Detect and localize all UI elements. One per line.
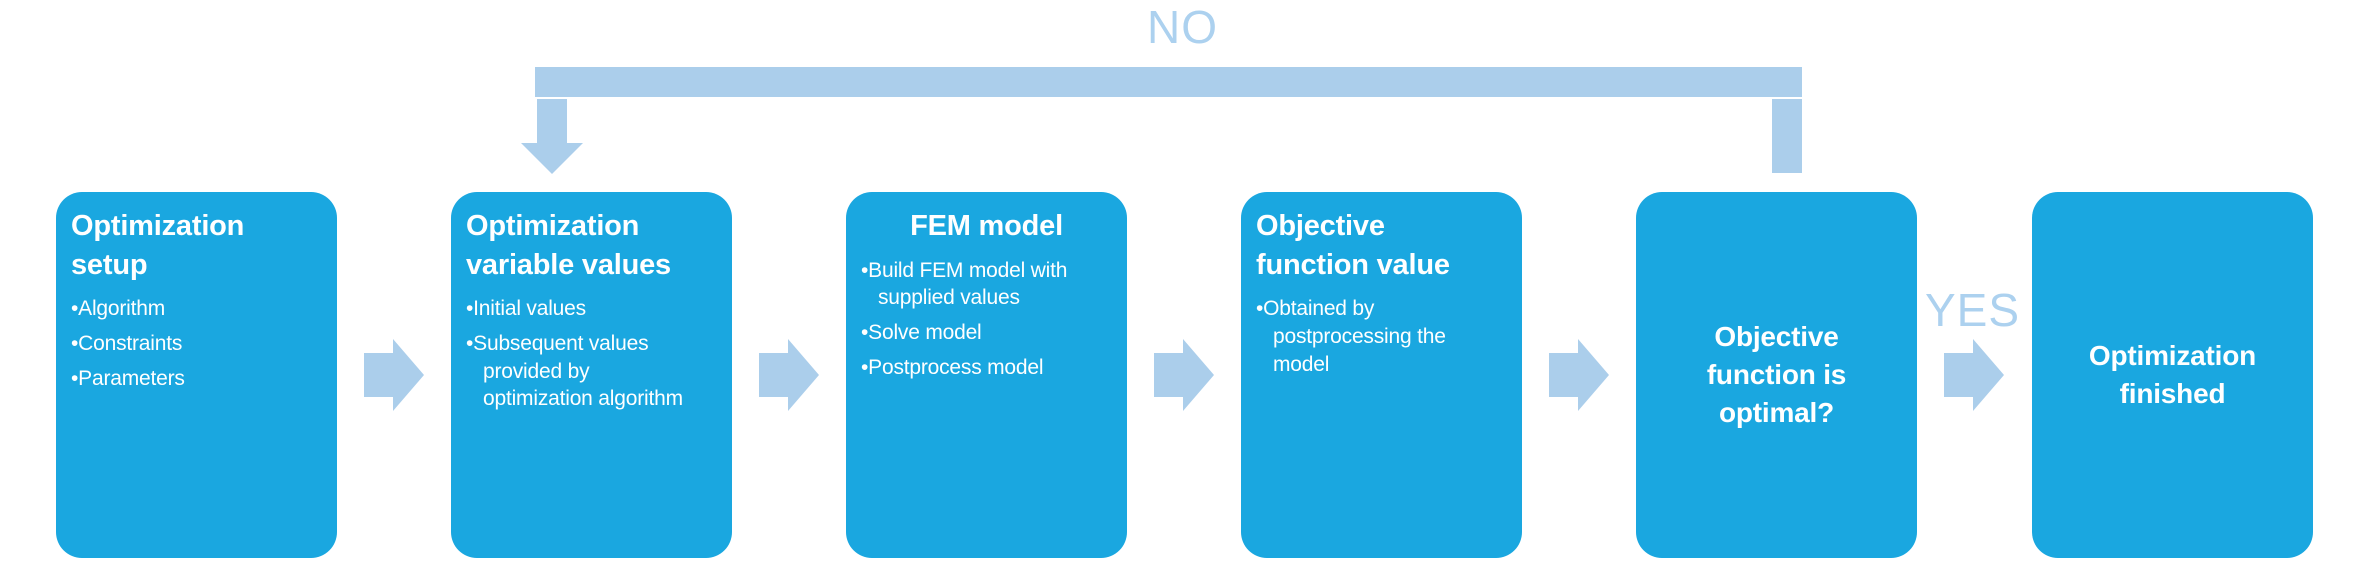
flow-box-fem-model: FEM model Build FEM model with supplied … — [846, 192, 1127, 558]
flow-arrow-icon — [759, 339, 819, 411]
arrow-shaft — [1549, 353, 1579, 397]
yes-label: YES — [1925, 284, 2021, 336]
bullet-item: Algorithm — [71, 295, 307, 323]
bullet-item: Initial values — [466, 295, 702, 323]
flow-box-objective-function-is-optimal: Objective function is optimal? — [1636, 192, 1917, 558]
bullet-item: Build FEM model with supplied values — [861, 257, 1097, 312]
arrow-shaft — [1944, 353, 1974, 397]
flow-box-optimization-setup: Optimization setup Algorithm Constraints… — [56, 192, 337, 558]
flow-box-objective-function-value: Objective function value Obtained by pos… — [1241, 192, 1522, 558]
no-label: NO — [1147, 1, 1218, 53]
arrow-head — [1973, 339, 2004, 411]
yes-arrow-icon — [1944, 339, 2004, 411]
flow-arrow-icon — [1154, 339, 1214, 411]
flow-arrow-icon — [1549, 339, 1609, 411]
arrow-shaft — [364, 353, 394, 397]
arrow-head — [1578, 339, 1609, 411]
arrow-head — [788, 339, 819, 411]
bullet-item: Solve model — [861, 319, 1097, 347]
flow-box-optimization-finished: Optimization finished — [2032, 192, 2313, 558]
box-title: Optimization finished — [2088, 339, 2257, 409]
arrow-shaft — [1154, 353, 1184, 397]
no-loop-bar — [535, 67, 1802, 97]
bullet-item: Subsequent values provided by optimizati… — [466, 330, 702, 413]
no-loop-right-descender — [1772, 99, 1802, 173]
arrow-head — [1183, 339, 1214, 411]
flow-arrow-icon — [364, 339, 424, 411]
bullet-item: Constraints — [71, 330, 307, 358]
box-title: Optimization setup — [71, 210, 245, 281]
flow-box-optimization-variable-values: Optimization variable values Initial val… — [451, 192, 732, 558]
box-title: FEM model — [910, 210, 1063, 242]
box-title: Objective function is optimal? — [1706, 320, 1847, 429]
box-bullet-list: Algorithm Constraints Parameters — [56, 295, 337, 392]
no-loop-down-arrow-icon — [521, 143, 583, 174]
no-loop-down-arrow-shaft — [537, 99, 567, 143]
bullet-item: Parameters — [71, 365, 307, 393]
bullet-item: Postprocess model — [861, 354, 1097, 382]
box-title: Objective function value — [1256, 210, 1450, 281]
box-bullet-list: Obtained by postprocessing the model — [1241, 295, 1522, 378]
arrow-shaft — [759, 353, 789, 397]
box-bullet-list: Initial values Subsequent values provide… — [451, 295, 732, 413]
box-bullet-list: Build FEM model with supplied values Sol… — [846, 257, 1127, 382]
bullet-item: Obtained by postprocessing the model — [1256, 295, 1492, 378]
box-title: Optimization variable values — [466, 210, 671, 281]
arrow-head — [393, 339, 424, 411]
